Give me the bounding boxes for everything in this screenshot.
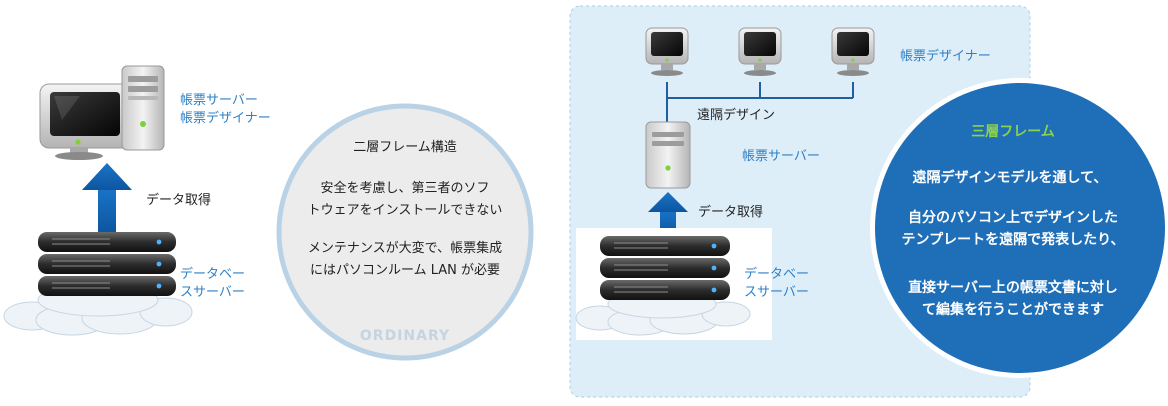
right-arrow-label: データ取得 — [698, 204, 763, 220]
right-remote-design-label: 遠隔デザイン — [697, 107, 775, 123]
left-client-label-line1: 帳票サーバー — [180, 93, 258, 108]
three-tier-circle — [870, 78, 1168, 378]
ordinary-point2-line1: メンテナンスが大変で、帳票集成 — [308, 240, 502, 256]
designer-monitor-icon — [645, 27, 689, 76]
ordinary-point2-line2: にはパソコンルーム LAN が必要 — [310, 263, 500, 278]
left-database-server-icon — [38, 232, 176, 296]
three-tier-line4: 直接サーバー上の帳票文書に対し — [908, 279, 1118, 296]
remote-design-connector — [666, 82, 854, 124]
left-up-arrow-icon — [82, 163, 132, 232]
right-db-label-line2: スサーバー — [744, 285, 809, 300]
left-arrow-label: データ取得 — [146, 192, 211, 208]
left-monitor-icon — [39, 83, 131, 160]
three-tier-line2: 自分のパソコン上でデザインした — [908, 209, 1118, 226]
three-tier-title: 三層フレーム — [971, 124, 1055, 140]
ordinary-point1-line1: 安全を考慮し、第三者のソフ — [320, 180, 489, 196]
left-client-workstation — [39, 65, 165, 160]
ordinary-title: 二層フレーム構造 — [353, 140, 457, 155]
left-tower-icon — [121, 65, 165, 151]
right-server-label: 帳票サーバー — [742, 149, 820, 164]
report-server-icon — [645, 121, 691, 189]
right-database-server-icon — [600, 236, 730, 300]
designer-monitor-icon — [831, 27, 875, 76]
three-tier-line5: て編集を行うことができます — [922, 301, 1104, 318]
left-db-label-line1: データベー — [180, 266, 245, 282]
ordinary-circle — [276, 103, 534, 361]
ordinary-badge: ORDINARY — [360, 328, 450, 344]
three-tier-line3: テンプレートを遠隔で発表したり、 — [901, 231, 1124, 248]
left-cloud-icon — [3, 283, 193, 336]
ordinary-point1-line2: トウェアをインストールできない — [308, 203, 503, 218]
left-client-label-line2: 帳票デザイナー — [180, 110, 271, 126]
designer-monitor-icon — [738, 27, 782, 76]
three-tier-line1: 遠隔デザインモデルを通して、 — [913, 169, 1108, 186]
left-db-label-line2: スサーバー — [180, 285, 245, 300]
right-db-label-line1: データベー — [744, 266, 809, 282]
right-designers-label: 帳票デザイナー — [900, 48, 991, 64]
